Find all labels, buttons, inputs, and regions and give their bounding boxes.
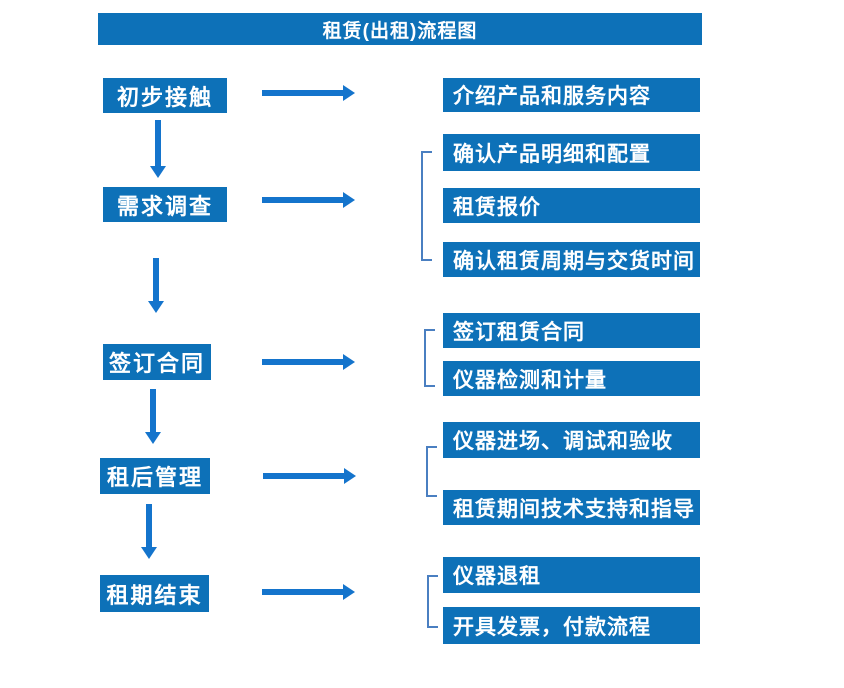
step-box-demand-survey: 需求调查 <box>103 187 227 222</box>
output-box-confirm-period-delivery: 确认租赁周期与交货时间 <box>443 242 700 277</box>
step-box-post-rental-management: 租后管理 <box>100 458 210 494</box>
group-bracket <box>426 446 437 497</box>
step-box-sign-contract: 签订合同 <box>103 344 211 380</box>
down-arrow-icon <box>150 120 166 178</box>
output-box-rental-quote: 租赁报价 <box>443 188 700 223</box>
output-box-introduce-products: 介绍产品和服务内容 <box>443 78 700 112</box>
down-arrow-icon <box>148 258 164 313</box>
right-arrow-icon <box>262 192 355 208</box>
down-arrow-icon <box>141 504 157 559</box>
step-box-rental-end: 租期结束 <box>100 575 209 612</box>
output-box-invoice-payment: 开具发票，付款流程 <box>443 607 700 644</box>
right-arrow-icon <box>263 468 356 484</box>
output-box-confirm-details: 确认产品明细和配置 <box>443 134 700 171</box>
output-box-instrument-entry-debug: 仪器进场、调试和验收 <box>443 422 700 458</box>
right-arrow-icon <box>262 584 355 600</box>
right-arrow-icon <box>262 354 355 370</box>
right-arrow-icon <box>262 85 355 101</box>
down-arrow-icon <box>145 389 161 444</box>
output-box-instrument-return: 仪器退租 <box>443 557 700 593</box>
flowchart-title: 租赁(出租)流程图 <box>98 13 702 45</box>
output-box-sign-rental-contract: 签订租赁合同 <box>443 313 700 348</box>
group-bracket <box>424 329 435 387</box>
group-bracket <box>421 151 432 261</box>
output-box-technical-support: 租赁期间技术支持和指导 <box>443 490 700 525</box>
output-box-instrument-test-measure: 仪器检测和计量 <box>443 361 700 396</box>
step-box-initial-contact: 初步接触 <box>103 78 227 113</box>
group-bracket <box>427 575 438 628</box>
